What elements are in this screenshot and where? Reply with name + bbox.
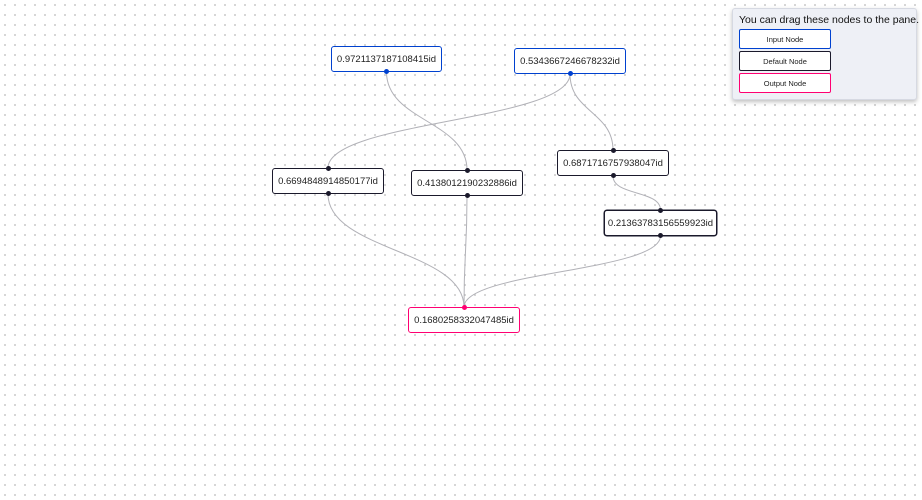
node-label: 0.1680258332047485id [414,314,514,326]
target-handle[interactable] [464,168,470,173]
flow-node[interactable]: 0.4138012190232886id [411,168,523,198]
edge[interactable] [463,235,661,308]
flow-node[interactable]: 0.5343667246678232id [514,48,626,76]
edge[interactable] [463,195,468,308]
draggable-input-node[interactable]: Input Node [739,29,831,49]
flow-node[interactable]: 0.1680258332047485id [408,305,520,333]
flow-node[interactable]: 0.6871716757938047id [557,148,669,178]
edge[interactable] [327,73,571,169]
node-label: 0.6871716757938047id [563,157,663,169]
flow-node[interactable]: 0.6694848914850177id [272,166,384,196]
source-handle[interactable] [658,233,663,238]
edge[interactable] [327,193,465,308]
source-handle[interactable] [384,69,389,74]
node-label: 0.9721137187108415id [336,53,437,65]
draggable-default-node[interactable]: Default Node [739,51,831,71]
target-handle[interactable] [658,208,663,213]
flow-node[interactable]: 0.21363783156559923id [604,208,717,238]
edge[interactable] [386,71,468,171]
edge[interactable] [569,73,614,151]
node-label: 0.6694848914850177id [278,175,378,187]
draggable-output-node[interactable]: Output Node [739,73,831,93]
node-label: 0.21363783156559923id [607,217,714,229]
node-palette: You can drag these nodes to the pane. In… [732,8,920,100]
target-handle[interactable] [461,305,467,310]
source-handle[interactable] [610,173,616,178]
source-handle[interactable] [464,193,470,198]
target-handle[interactable] [610,148,616,153]
source-handle[interactable] [325,191,331,196]
node-label: 0.4138012190232886id [417,177,517,189]
target-handle[interactable] [325,166,331,171]
node-label: 0.5343667246678232id [520,55,620,67]
flow-node[interactable]: 0.9721137187108415id [331,46,442,74]
edge[interactable] [612,175,661,211]
palette-description: You can drag these nodes to the pane. [739,14,920,26]
source-handle[interactable] [567,71,573,76]
